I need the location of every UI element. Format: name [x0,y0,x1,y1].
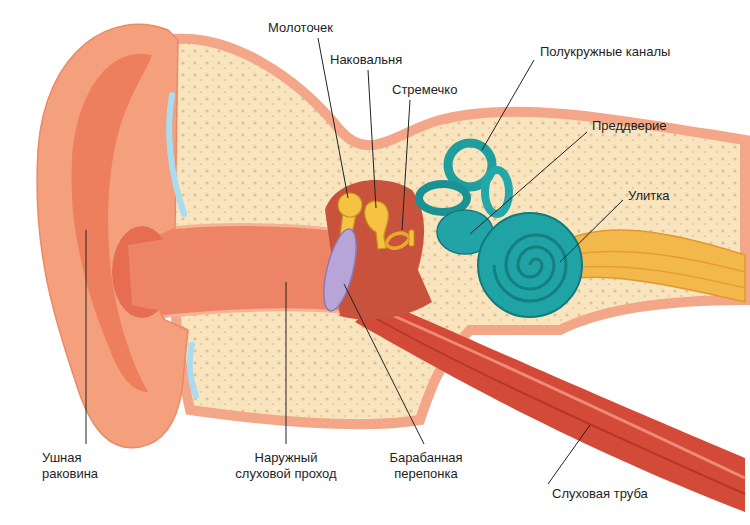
nerve-fibres [570,251,745,288]
cochlea [478,213,582,317]
helix-fold [71,54,152,392]
leader-line [470,132,587,234]
leader-line [344,284,424,444]
part-label: Преддверие [592,118,666,134]
leader-line [402,100,410,230]
semicircular-canal [419,184,467,212]
cochlea-spiral [494,235,566,301]
eardrum [317,226,363,314]
leader-line [368,70,376,208]
incus [365,201,389,249]
cartilage [169,95,184,214]
auricle [37,24,188,447]
auditory-nerve [555,230,745,302]
semicircular-canal [485,170,509,214]
leader-line [548,425,590,484]
part-label: Молоточек [268,20,333,36]
leader-line [560,200,623,262]
canal-wall [150,225,330,230]
stapes-footplate [409,230,414,246]
cartilage [190,345,196,396]
tube-line [375,318,745,494]
part-label: Барабанная перепонка [378,450,474,482]
malleus [338,193,362,217]
part-label: Ушная раковина [42,450,122,482]
part-label: Наружный слуховой проход [231,450,341,482]
leader-lines [86,38,623,484]
canal-entrance [128,237,200,311]
leader-line [286,282,287,444]
leader-line [86,230,87,444]
stapes [386,233,410,248]
part-label: Наковальня [330,52,402,68]
eustachian-tube [355,300,745,512]
part-label: Стремечко [392,82,457,98]
canal-wall [150,310,342,318]
part-label: Полукружные каналы [540,44,670,60]
part-label: Улитка [628,188,669,204]
part-label: Слуховая труба [552,486,648,502]
leader-line [482,60,534,150]
